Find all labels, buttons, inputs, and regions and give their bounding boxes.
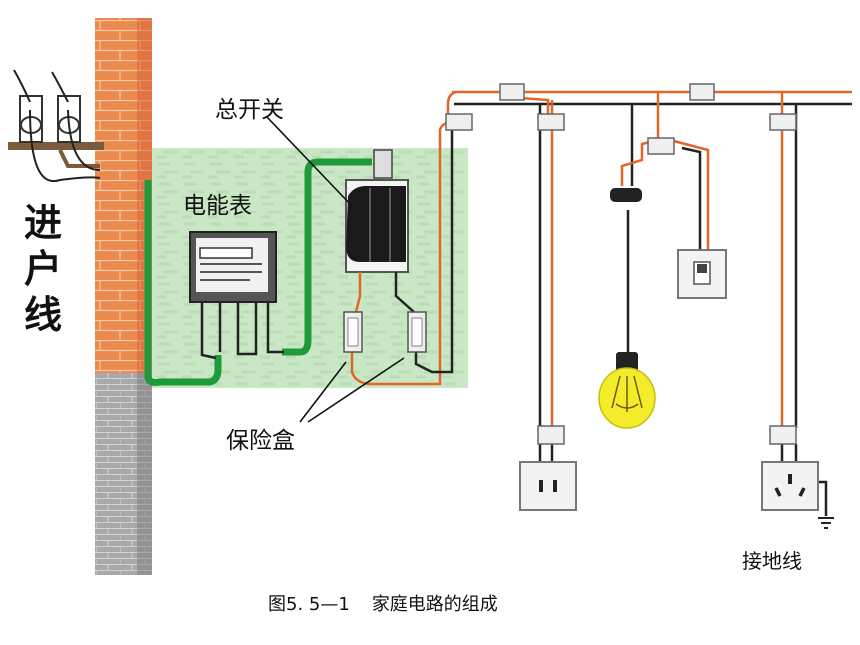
light-bulb-icon xyxy=(598,367,656,429)
wall-switch-icon xyxy=(677,249,727,299)
two-pin-socket-icon xyxy=(519,461,577,511)
caption-band xyxy=(0,575,860,645)
figure-number: 图5. 5—1 xyxy=(268,594,350,615)
fuse-box-icon xyxy=(343,311,427,353)
brick-wall xyxy=(95,18,152,575)
energy-meter-label: 电能表 xyxy=(183,193,252,219)
energy-meter-icon xyxy=(189,231,277,303)
figure-caption: 图5. 5—1 家庭电路的组成 xyxy=(268,590,520,616)
fuse-box-label: 保险盒 xyxy=(226,428,295,454)
leader-lines xyxy=(265,115,405,423)
distribution-wires xyxy=(446,90,852,516)
incoming-line-label: 进 户 线 xyxy=(23,201,62,337)
insulator-icon xyxy=(8,69,104,183)
meter-leads xyxy=(200,300,284,360)
main-switch-icon xyxy=(345,149,409,273)
main-switch-label: 总开关 xyxy=(215,97,284,123)
figure-title: 家庭电路的组成 xyxy=(371,594,498,615)
lamp-holder-icon xyxy=(610,188,642,374)
three-pin-socket-icon xyxy=(761,461,819,511)
ground-symbol-icon xyxy=(818,517,834,529)
service-wire xyxy=(144,158,372,386)
terminal-block-icon xyxy=(445,83,797,445)
ground-wire-label: 接地线 xyxy=(742,549,802,573)
